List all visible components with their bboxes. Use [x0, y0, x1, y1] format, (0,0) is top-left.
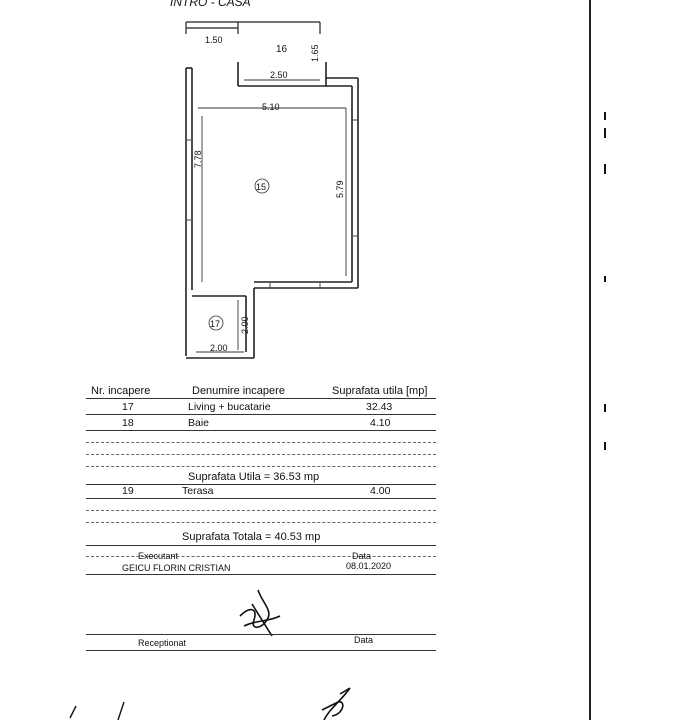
signature-rule [86, 574, 436, 575]
row-17-number: 17 [122, 401, 134, 413]
table-empty-rule [86, 442, 436, 443]
room-number-outside: 16 [276, 44, 288, 55]
top-wall-segment [185, 21, 321, 34]
table-rule [86, 545, 436, 546]
dim-small-width: 2.00 [210, 343, 228, 353]
bottom-handwriting [321, 687, 351, 720]
plan-walls [185, 62, 359, 359]
dim-main-width: 5.10 [262, 102, 280, 112]
row-17-area: 32.43 [366, 401, 393, 413]
handwritten-signature [239, 589, 281, 637]
table-empty-rule [86, 454, 436, 455]
room-number-main: 15 [256, 182, 266, 192]
row-18-number: 18 [122, 417, 134, 429]
dim-top-width: 1.50 [205, 35, 223, 45]
table-rule [86, 498, 436, 499]
plan-top-label: INTRO - CASA [170, 0, 251, 9]
row-19-number: 19 [122, 485, 134, 497]
bottom-left-marks [69, 701, 125, 720]
dim-left-height: 7.78 [193, 150, 203, 168]
date-label: Data [352, 551, 372, 561]
page-edge-line [589, 0, 591, 720]
received-bottom-rule [86, 650, 436, 651]
received-date-label: Data [354, 635, 374, 645]
table-rule [86, 484, 436, 485]
room-17-circle [208, 315, 224, 331]
scan-mark [604, 276, 606, 282]
useful-total: Suprafata Utila = 36.53 mp [188, 471, 320, 483]
header-name: Denumire incapere [192, 385, 285, 397]
header-number: Nr. incapere [91, 385, 151, 397]
table-empty-rule [86, 510, 436, 511]
window-marks [186, 119, 358, 288]
dim-small-height: 2.00 [240, 316, 250, 334]
dim-step-height: 1.65 [310, 44, 320, 62]
table-top-rule [86, 398, 436, 399]
scan-mark [604, 404, 606, 412]
grand-total: Suprafata Totala = 40.53 mp [182, 531, 321, 543]
table-rule [86, 430, 436, 431]
floor-plan: INTRO - CASA 1.50 16 1.65 [170, 0, 359, 359]
table-empty-rule [86, 556, 436, 557]
executant-name: GEICU FLORIN CRISTIAN [122, 563, 231, 573]
received-label: Receptionat [138, 638, 187, 648]
row-19-name: Terasa [182, 485, 214, 497]
executant-label: Executant [138, 551, 179, 561]
scan-mark [604, 442, 606, 450]
date-value: 08.01.2020 [346, 561, 392, 571]
row-18-name: Baie [188, 417, 210, 429]
table-empty-rule [86, 522, 436, 523]
row-18-area: 4.10 [370, 417, 391, 429]
room-15-circle [254, 178, 270, 194]
dim-right-height: 5.79 [335, 180, 345, 198]
scan-mark [604, 164, 606, 174]
row-17-name: Living + bucatarie [188, 401, 271, 413]
table-rule [86, 414, 436, 415]
dimension-lines [196, 79, 347, 353]
room-number-small: 17 [210, 319, 220, 329]
table-empty-rule [86, 466, 436, 467]
header-area: Suprafata utila [mp] [332, 385, 428, 397]
row-19-area: 4.00 [370, 485, 391, 497]
received-rule [86, 634, 436, 635]
scan-mark [604, 112, 606, 120]
dim-notch-width: 2.50 [270, 70, 288, 80]
scan-mark [604, 128, 606, 138]
